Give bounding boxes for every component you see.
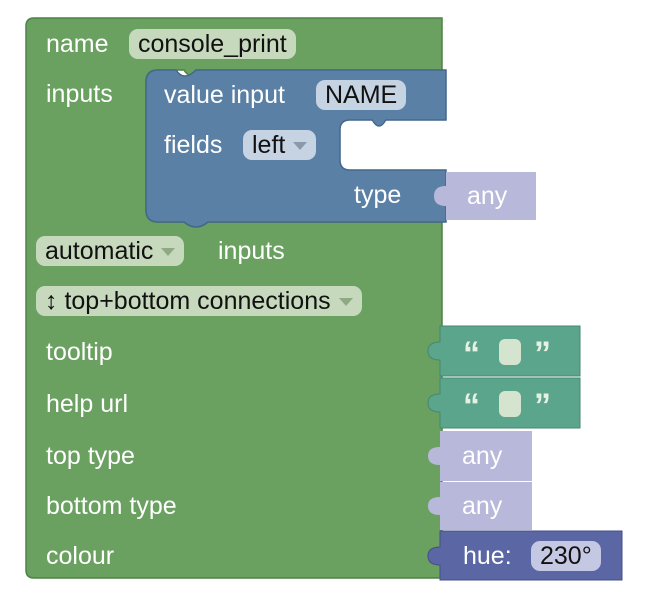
name-field[interactable]: console_print bbox=[129, 29, 296, 59]
tooltip-text-field[interactable] bbox=[499, 339, 521, 365]
help-url-label: help url bbox=[46, 390, 128, 418]
fields-align-value: left bbox=[252, 131, 286, 159]
name-label: name bbox=[46, 30, 109, 58]
chevron-down-icon bbox=[161, 248, 176, 257]
tooltip-label: tooltip bbox=[46, 338, 113, 366]
connections-dropdown[interactable]: ↕ top+bottom connections bbox=[36, 286, 362, 316]
top-type-block-shape[interactable] bbox=[428, 431, 532, 481]
bottom-type-block-shape[interactable] bbox=[428, 482, 532, 530]
colour-hue-label: hue: bbox=[463, 542, 512, 570]
value-input-label: value input bbox=[164, 81, 285, 109]
chevron-down-icon bbox=[293, 142, 308, 151]
connections-value: ↕ top+bottom connections bbox=[45, 287, 331, 315]
helpurl-open-quote-icon: “ bbox=[463, 387, 480, 425]
bottom-type-label: bottom type bbox=[46, 492, 177, 520]
fields-align-dropdown[interactable]: left bbox=[243, 130, 317, 160]
inputs-mode-dropdown[interactable]: automatic bbox=[36, 236, 185, 266]
inputs-mode-value: automatic bbox=[45, 237, 154, 265]
type-label: type bbox=[354, 181, 402, 209]
bottom-type-any-value: any bbox=[462, 492, 503, 520]
inputs-suffix-label: inputs bbox=[218, 237, 285, 265]
colour-label: colour bbox=[46, 542, 115, 570]
colour-hue-field[interactable]: 230° bbox=[531, 541, 601, 571]
type-any-block-shape[interactable] bbox=[434, 172, 536, 220]
fields-label: fields bbox=[164, 131, 223, 159]
tooltip-close-quote-icon: ” bbox=[534, 335, 551, 373]
fields-empty-slot bbox=[341, 121, 446, 169]
top-type-any-value: any bbox=[462, 442, 503, 470]
helpurl-text-field[interactable] bbox=[499, 391, 521, 417]
value-input-name-field[interactable]: NAME bbox=[316, 80, 407, 110]
inputs-label: inputs bbox=[46, 80, 113, 108]
helpurl-close-quote-icon: ” bbox=[534, 387, 551, 425]
tooltip-open-quote-icon: “ bbox=[463, 335, 480, 373]
top-type-label: top type bbox=[46, 442, 135, 470]
type-any-value: any bbox=[467, 182, 508, 210]
chevron-down-icon bbox=[338, 298, 353, 307]
